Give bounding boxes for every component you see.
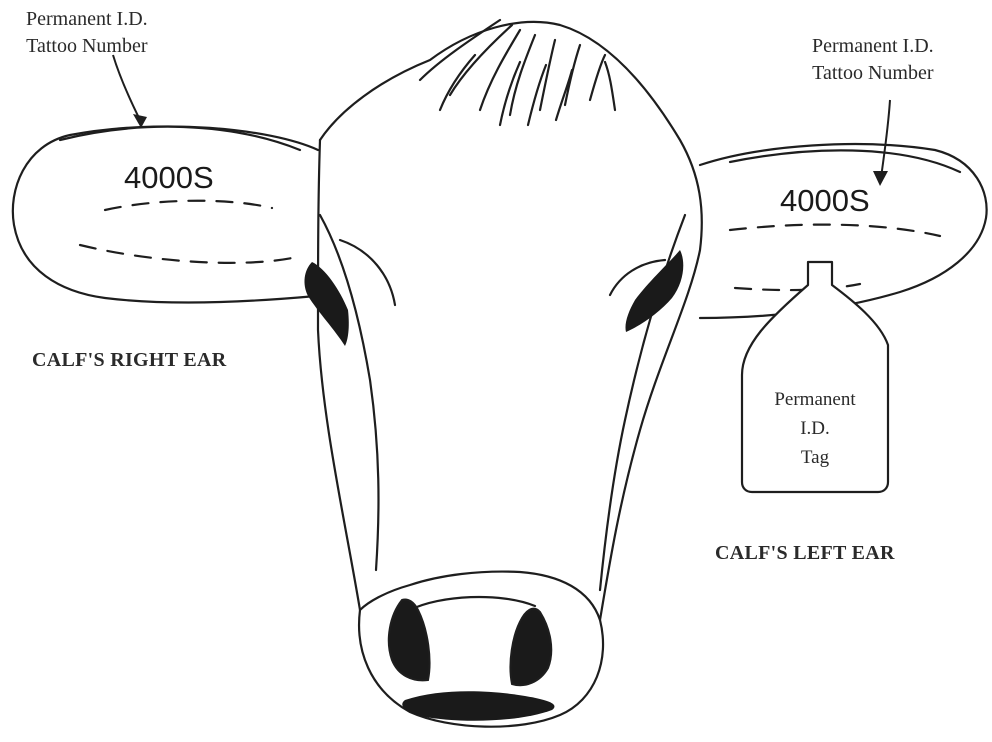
right-ear-caption: CALF'S RIGHT EAR <box>32 349 226 372</box>
left-ear-fold-1 <box>730 225 940 236</box>
left-ear-rim <box>730 150 960 172</box>
face-line-left <box>320 215 378 570</box>
left-ear-callout-label: Permanent I.D. Tattoo Number <box>812 33 934 87</box>
cheek-left <box>340 240 395 305</box>
mouth <box>402 691 554 721</box>
ear-tag-line1: Permanent <box>742 385 888 414</box>
right-eye <box>305 262 349 346</box>
right-ear-tattoo-number: 4000S <box>124 160 214 196</box>
left-ear-tattoo-number: 4000S <box>780 183 870 219</box>
left-nostril <box>510 609 551 686</box>
left-ear-fold-2 <box>735 284 860 290</box>
left-ear-callout-arrow <box>881 100 890 178</box>
right-nostril <box>389 599 430 680</box>
left-ear-callout-line2: Tattoo Number <box>812 60 934 87</box>
muzzle-inner <box>410 597 535 610</box>
left-ear-outline <box>700 144 987 318</box>
right-ear-fold-2 <box>80 245 292 263</box>
right-ear-callout-label: Permanent I.D. Tattoo Number <box>26 6 148 60</box>
right-ear-callout-arrow <box>113 55 141 122</box>
ear-tag-line2: I.D. <box>742 414 888 443</box>
right-ear-callout-line2: Tattoo Number <box>26 33 148 60</box>
left-ear-arrowhead <box>873 171 888 186</box>
right-ear-outline <box>13 126 318 302</box>
right-ear-callout-line1: Permanent I.D. <box>26 6 148 33</box>
ear-tag-line3: Tag <box>742 443 888 472</box>
left-ear-callout-line1: Permanent I.D. <box>812 33 934 60</box>
head-outline-left <box>318 140 360 610</box>
ear-tag-label: Permanent I.D. Tag <box>742 385 888 472</box>
right-ear-fold-1 <box>105 201 272 210</box>
left-ear-caption: CALF'S LEFT EAR <box>715 542 895 565</box>
